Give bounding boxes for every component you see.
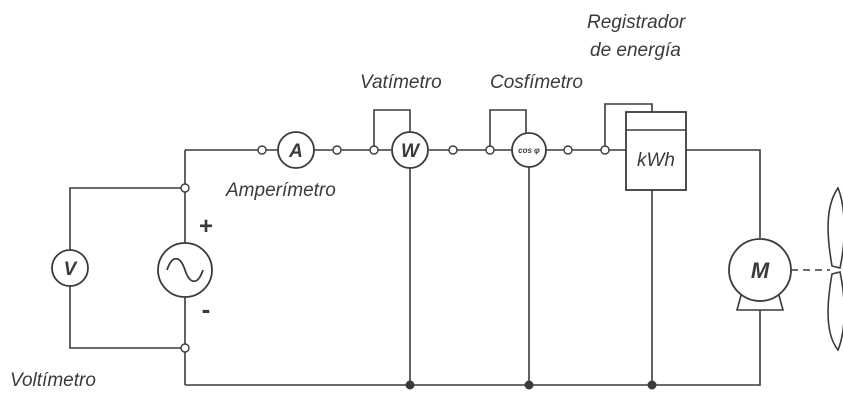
terminal [257, 145, 267, 155]
fan-blade-bottom [827, 271, 843, 352]
terminal [600, 145, 610, 155]
ammeter-symbol: A [288, 141, 303, 162]
minus-sign: - [202, 294, 211, 324]
voltmeter-circle [51, 249, 89, 287]
junction-dot [647, 380, 657, 390]
circuit-wires [69, 103, 761, 386]
terminal [563, 145, 573, 155]
ammeter-circle [277, 131, 315, 169]
voltmeter-symbol: V [64, 259, 78, 280]
wattmeter-circle [391, 131, 429, 169]
wattmeter: W [391, 131, 429, 169]
cosphi-label: Cosfímetro [490, 72, 583, 93]
voltmeter-wires [69, 187, 185, 349]
ammeter: A [277, 131, 315, 169]
voltmeter-label: Voltímetro [10, 370, 96, 391]
motor: M [728, 238, 830, 311]
motor-symbol: M [751, 258, 770, 283]
terminal [369, 145, 379, 155]
wattmeter-coil [373, 109, 411, 385]
energy-register-label-line1: Registrador [587, 12, 686, 33]
terminal [485, 145, 495, 155]
energy-register-label-line2: de energía [590, 40, 681, 61]
wattmeter-symbol: W [401, 141, 421, 162]
terminals [180, 145, 610, 353]
ammeter-label: Amperímetro [225, 180, 336, 201]
top-line [185, 149, 761, 238]
junction-dot [405, 380, 415, 390]
terminal [180, 183, 190, 193]
voltmeter: V [51, 249, 89, 287]
ac-source: + - [157, 213, 213, 324]
sine-wave-icon [166, 257, 204, 283]
terminal [332, 145, 342, 155]
plus-sign: + [199, 213, 213, 240]
junctions [405, 380, 657, 390]
kwh-symbol: kWh [637, 150, 675, 171]
cosphi-coil [489, 109, 530, 385]
kwh-coil [604, 103, 653, 385]
fan-blade-top [827, 186, 843, 269]
labels: Registrador de energía Vatímetro Cosfíme… [10, 12, 686, 391]
energy-register: kWh [625, 111, 687, 191]
wattmeter-label: Vatímetro [360, 72, 442, 93]
junction-dot [524, 380, 534, 390]
kwh-box [625, 111, 687, 191]
terminal [448, 145, 458, 155]
power-factor-meter: cos φ [511, 132, 547, 168]
cosphi-circle [511, 132, 547, 168]
bottom-line [185, 306, 761, 386]
terminal [180, 343, 190, 353]
fan-icon [827, 186, 843, 352]
cosphi-symbol: cos φ [518, 146, 540, 155]
